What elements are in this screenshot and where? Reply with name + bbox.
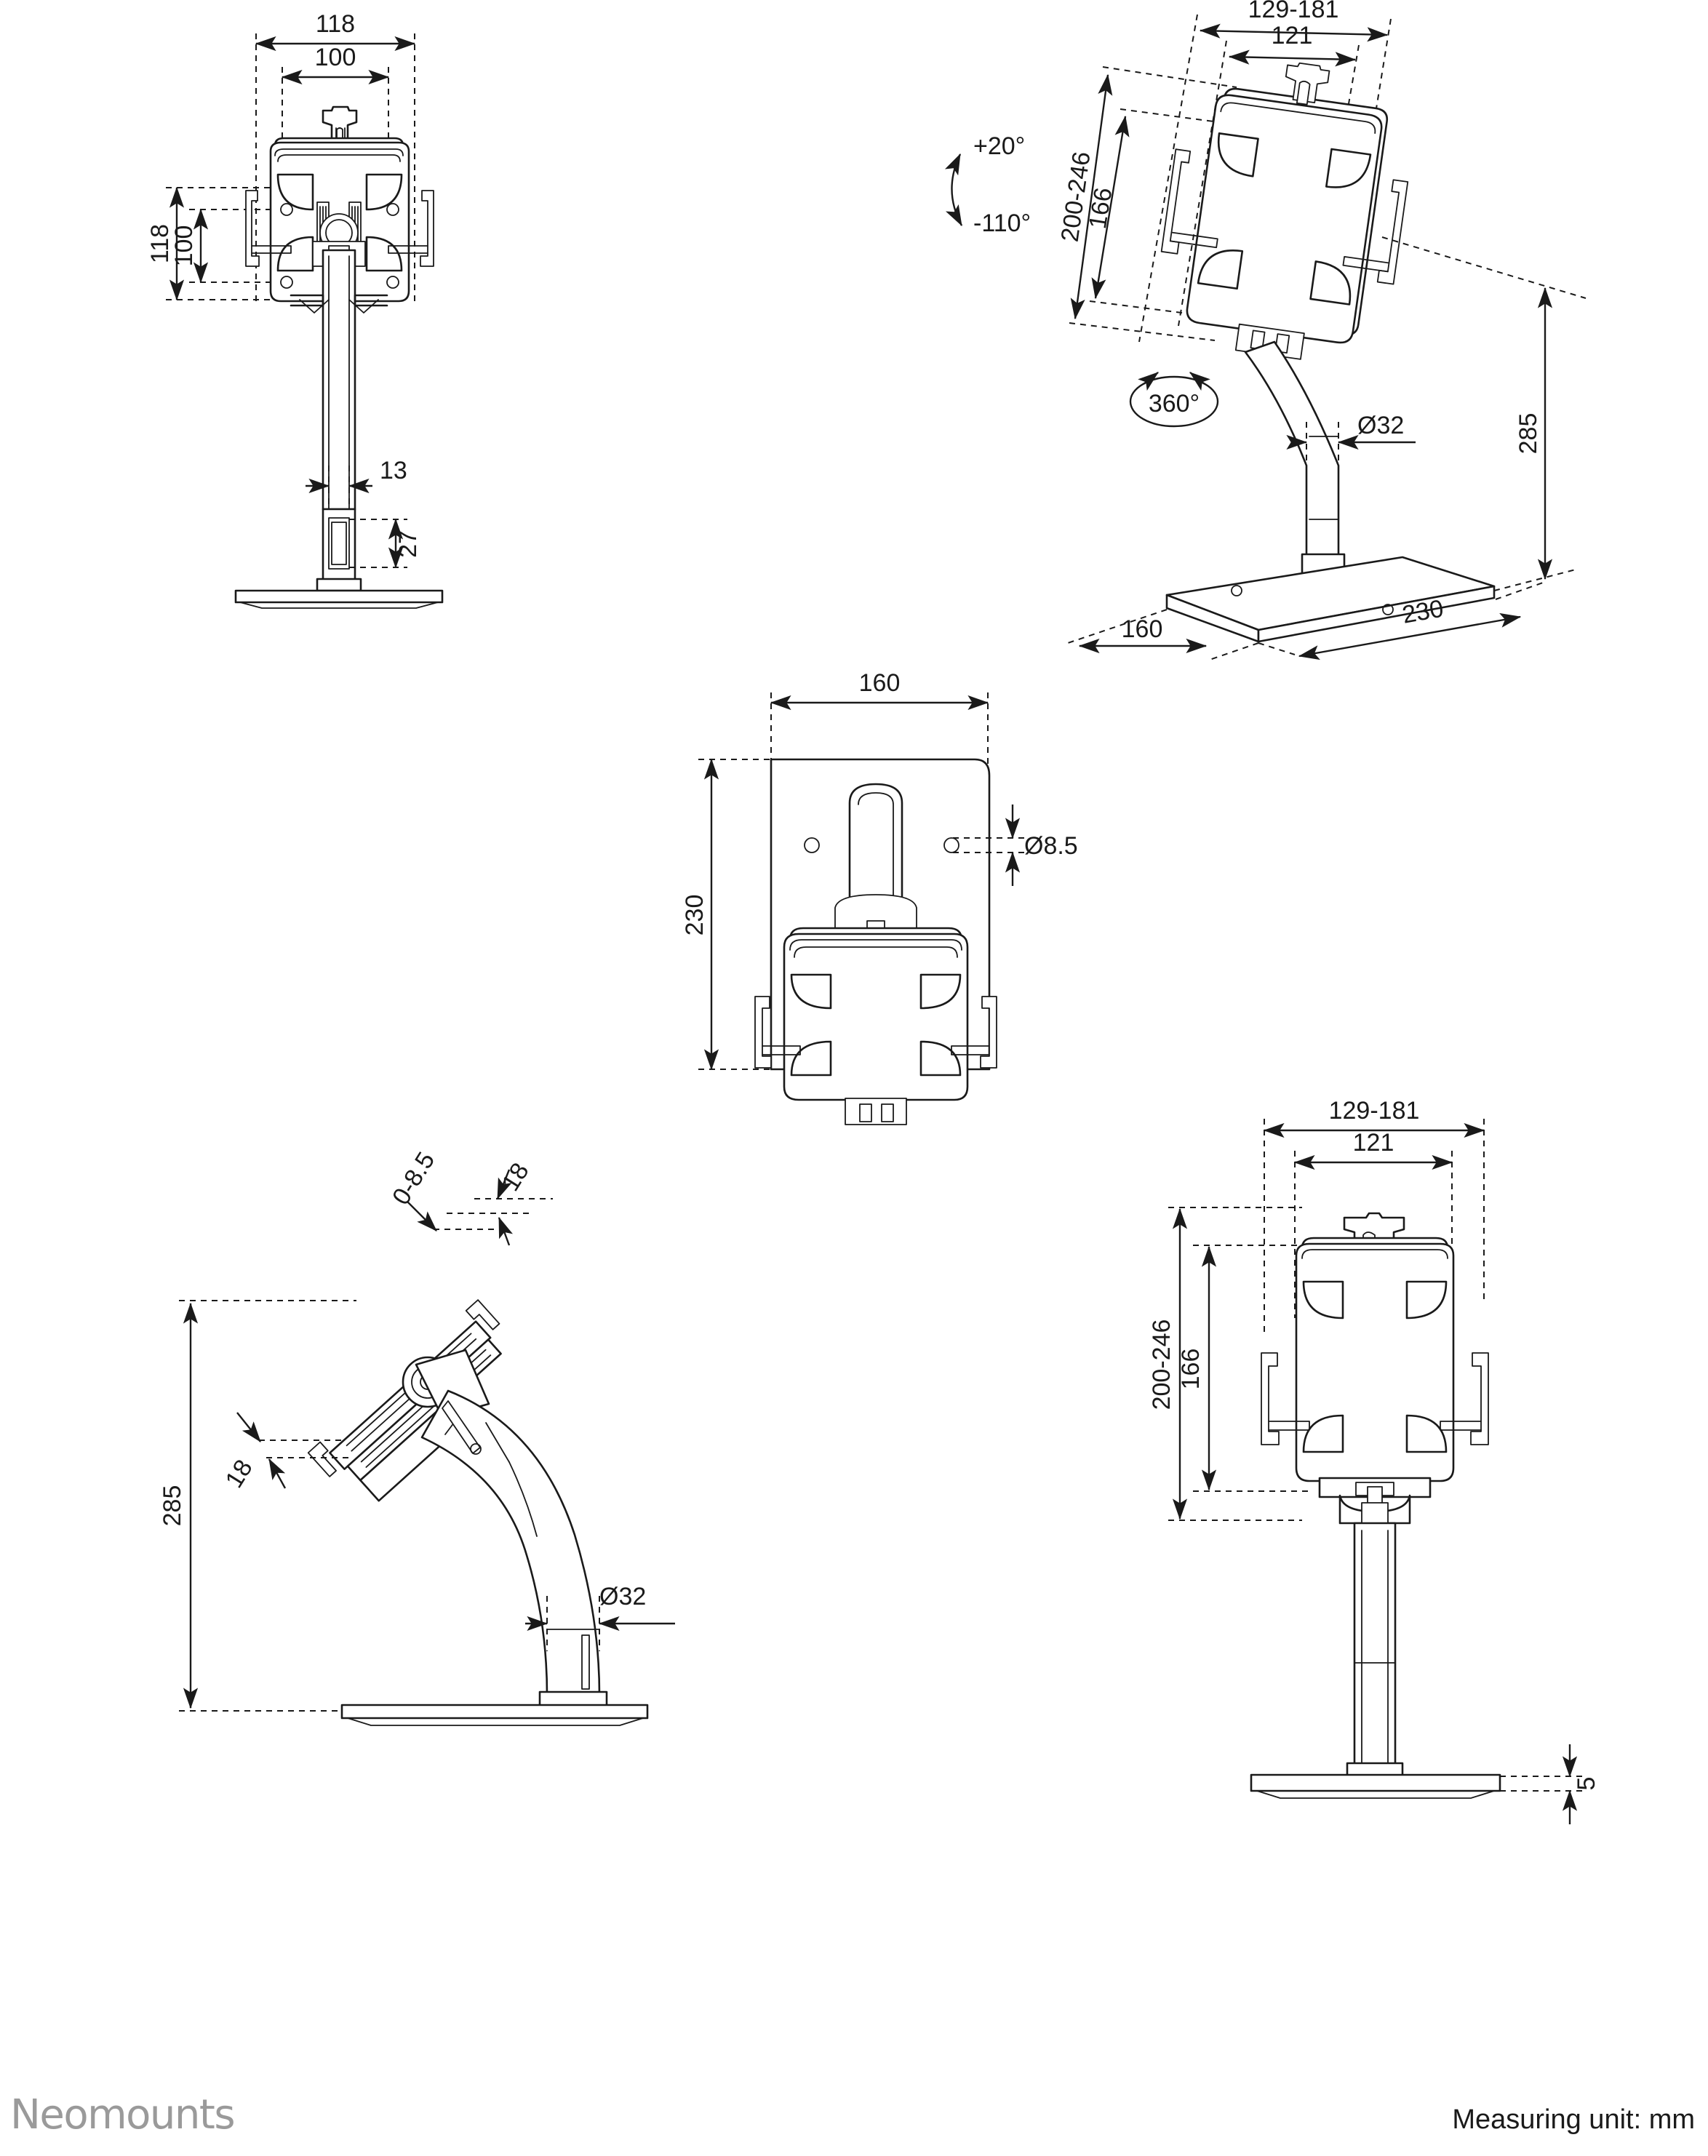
svg-text:118: 118 — [316, 10, 355, 38]
sheet-footer: Neomounts Measuring unit: mm — [0, 2047, 1708, 2156]
svg-text:285: 285 — [1515, 413, 1542, 455]
svg-text:160: 160 — [1122, 615, 1163, 643]
svg-text:Ø8.5: Ø8.5 — [1024, 832, 1078, 860]
view-side-bottom-left: 285 — [159, 1147, 675, 1726]
svg-text:285: 285 — [159, 1485, 186, 1527]
svg-text:+20°: +20° — [973, 132, 1025, 160]
svg-text:166: 166 — [1084, 185, 1117, 231]
svg-text:Ø32: Ø32 — [599, 1583, 646, 1610]
svg-text:100: 100 — [170, 225, 198, 267]
svg-text:18: 18 — [220, 1455, 258, 1493]
neomounts-logo: Neomounts — [10, 2091, 236, 2139]
svg-text:360°: 360° — [1149, 390, 1200, 418]
svg-text:100: 100 — [315, 44, 356, 71]
svg-text:121: 121 — [1272, 22, 1313, 49]
view-perspective-top-right: 129-181 121 200-246 166 +20° -110° — [944, 0, 1587, 661]
svg-text:27: 27 — [394, 530, 422, 558]
svg-text:200-246: 200-246 — [1148, 1319, 1176, 1410]
svg-text:121: 121 — [1353, 1129, 1394, 1157]
svg-text:129-181: 129-181 — [1248, 0, 1339, 23]
measuring-unit-note: Measuring unit: mm — [1452, 2104, 1695, 2135]
svg-text:129-181: 129-181 — [1329, 1097, 1420, 1125]
svg-text:13: 13 — [380, 457, 407, 484]
svg-text:5: 5 — [1573, 1777, 1600, 1791]
svg-text:118: 118 — [146, 224, 174, 263]
svg-text:-110°: -110° — [973, 209, 1031, 237]
svg-text:18: 18 — [497, 1158, 535, 1196]
svg-text:230: 230 — [681, 895, 709, 936]
svg-text:166: 166 — [1177, 1349, 1205, 1390]
view-front-top-left: 118 100 118 100 — [146, 10, 444, 609]
svg-text:0-8.5: 0-8.5 — [387, 1147, 440, 1210]
svg-text:160: 160 — [859, 669, 901, 697]
view-top-middle: 160 230 — [681, 669, 1078, 1125]
svg-text:Ø32: Ø32 — [1357, 412, 1404, 439]
view-rear-bottom-right: 129-181 121 200-246 166 — [1148, 1097, 1600, 1824]
